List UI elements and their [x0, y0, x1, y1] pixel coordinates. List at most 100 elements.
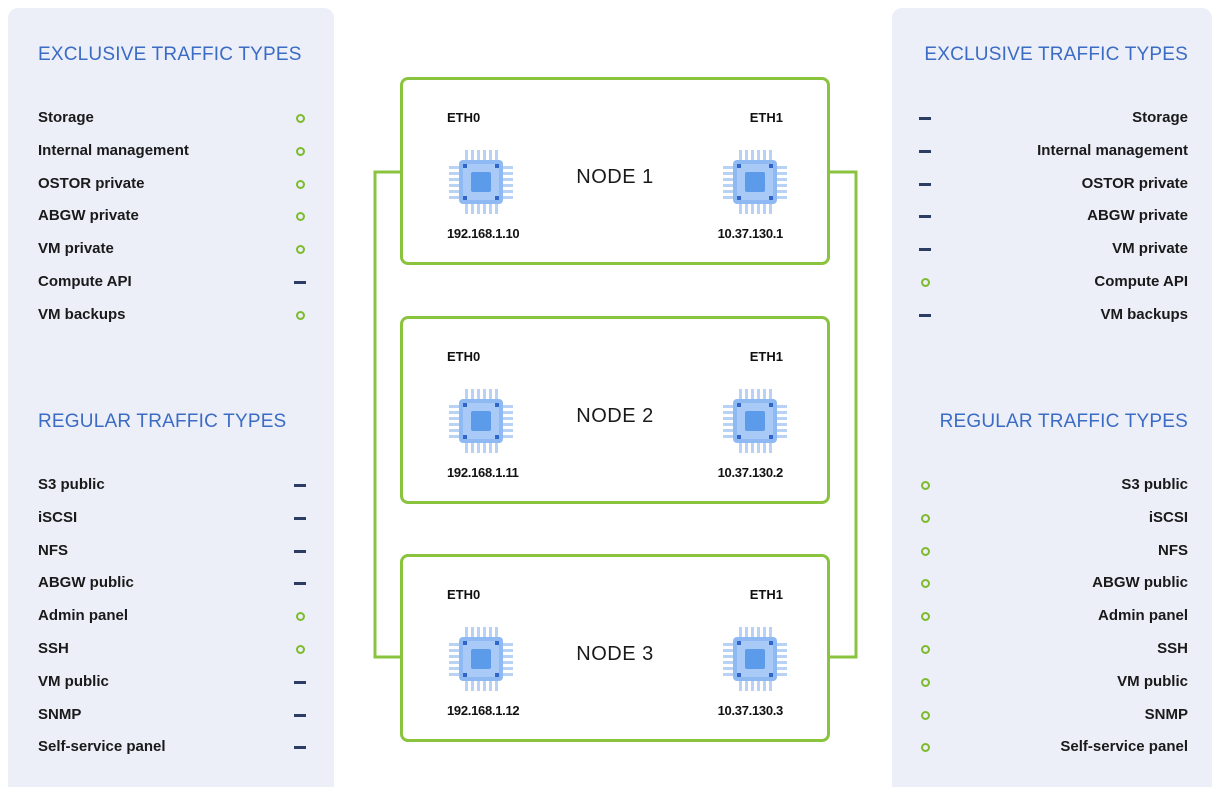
status-marker: [293, 173, 307, 195]
enabled-dot-icon: [920, 710, 930, 720]
traffic-label: VM private: [38, 240, 114, 257]
traffic-label: S3 public: [38, 476, 105, 493]
status-marker: [918, 271, 932, 293]
status-marker: [293, 271, 307, 293]
traffic-label: iSCSI: [38, 509, 78, 526]
status-marker: [293, 238, 307, 260]
traffic-label: VM public: [1117, 673, 1188, 690]
node-name: NODE 2: [576, 405, 654, 427]
traffic-label: VM backups: [1100, 306, 1188, 323]
enabled-dot-icon: [920, 546, 930, 556]
traffic-label: Compute API: [1094, 273, 1188, 290]
enabled-dot-icon: [920, 578, 930, 588]
disabled-dash-icon: [919, 182, 931, 186]
traffic-label: SNMP: [38, 706, 82, 723]
enabled-dot-icon: [295, 644, 305, 654]
disabled-dash-icon: [294, 713, 306, 717]
traffic-label: NFS: [38, 542, 68, 559]
traffic-label: ABGW private: [38, 207, 139, 224]
disabled-dash-icon: [919, 247, 931, 251]
eth1-ip: 10.37.130.1: [717, 226, 784, 241]
eth1-network-link: [828, 170, 858, 659]
status-marker: [293, 304, 307, 326]
status-marker: [918, 704, 932, 726]
network-chip-icon: [449, 627, 513, 691]
list-item: Internal management: [38, 140, 308, 162]
eth0-ip: 192.168.1.12: [447, 703, 520, 718]
list-item: Compute API: [38, 271, 308, 293]
list-item: Self-service panel: [918, 736, 1188, 758]
eth0-label: ETH0: [447, 110, 481, 125]
traffic-label: NFS: [1158, 542, 1188, 559]
traffic-label: Storage: [1132, 109, 1188, 126]
enabled-dot-icon: [295, 179, 305, 189]
enabled-dot-icon: [295, 146, 305, 156]
list-item: Internal management: [918, 140, 1188, 162]
eth0-label: ETH0: [447, 349, 481, 364]
list-item: VM private: [918, 238, 1188, 260]
traffic-label: SSH: [38, 640, 69, 657]
traffic-label: OSTOR private: [1081, 175, 1188, 192]
right-regular-heading: REGULAR TRAFFIC TYPES: [939, 411, 1188, 432]
list-item: NFS: [918, 540, 1188, 562]
traffic-label: ABGW public: [38, 574, 134, 591]
list-item: VM backups: [918, 304, 1188, 326]
eth0-ip: 192.168.1.11: [447, 465, 519, 480]
network-chip-icon: [723, 627, 787, 691]
traffic-label: SNMP: [1144, 706, 1188, 723]
list-item: iSCSI: [38, 507, 308, 529]
status-marker: [293, 140, 307, 162]
list-item: Admin panel: [918, 605, 1188, 627]
traffic-label: Internal management: [1037, 142, 1188, 159]
status-marker: [293, 572, 307, 594]
disabled-dash-icon: [294, 516, 306, 520]
traffic-label: Self-service panel: [38, 738, 166, 755]
status-marker: [918, 507, 932, 529]
enabled-dot-icon: [295, 211, 305, 221]
list-item: ABGW private: [918, 205, 1188, 227]
status-marker: [918, 572, 932, 594]
left-regular-heading: REGULAR TRAFFIC TYPES: [38, 411, 287, 432]
enabled-dot-icon: [920, 480, 930, 490]
list-item: Storage: [918, 107, 1188, 129]
eth0-label: ETH0: [447, 587, 481, 602]
list-item: iSCSI: [918, 507, 1188, 529]
enabled-dot-icon: [295, 113, 305, 123]
traffic-label: VM private: [1112, 240, 1188, 257]
list-item: Admin panel: [38, 605, 308, 627]
list-item: VM public: [38, 671, 308, 693]
status-marker: [293, 474, 307, 496]
status-marker: [293, 605, 307, 627]
enabled-dot-icon: [920, 277, 930, 287]
enabled-dot-icon: [295, 244, 305, 254]
traffic-label: Storage: [38, 109, 94, 126]
list-item: Self-service panel: [38, 736, 308, 758]
status-marker: [293, 107, 307, 129]
enabled-dot-icon: [295, 611, 305, 621]
network-chip-icon: [723, 389, 787, 453]
enabled-dot-icon: [920, 644, 930, 654]
left-exclusive-heading: EXCLUSIVE TRAFFIC TYPES: [38, 44, 302, 65]
traffic-label: SSH: [1157, 640, 1188, 657]
list-item: SNMP: [918, 704, 1188, 726]
enabled-dot-icon: [295, 310, 305, 320]
disabled-dash-icon: [294, 483, 306, 487]
disabled-dash-icon: [919, 313, 931, 317]
right-traffic-panel: EXCLUSIVE TRAFFIC TYPES Storage Internal…: [892, 8, 1212, 787]
traffic-label: Internal management: [38, 142, 189, 159]
enabled-dot-icon: [920, 513, 930, 523]
status-marker: [918, 638, 932, 660]
traffic-label: VM backups: [38, 306, 126, 323]
eth0-ip: 192.168.1.10: [447, 226, 520, 241]
traffic-label: iSCSI: [1148, 509, 1188, 526]
enabled-dot-icon: [920, 611, 930, 621]
eth1-label: ETH1: [749, 587, 783, 602]
list-item: Compute API: [918, 271, 1188, 293]
status-marker: [918, 605, 932, 627]
node-name: NODE 1: [576, 166, 654, 188]
enabled-dot-icon: [920, 677, 930, 687]
node-name: NODE 3: [576, 643, 654, 665]
eth1-ip: 10.37.130.2: [717, 465, 784, 480]
list-item: SSH: [38, 638, 308, 660]
